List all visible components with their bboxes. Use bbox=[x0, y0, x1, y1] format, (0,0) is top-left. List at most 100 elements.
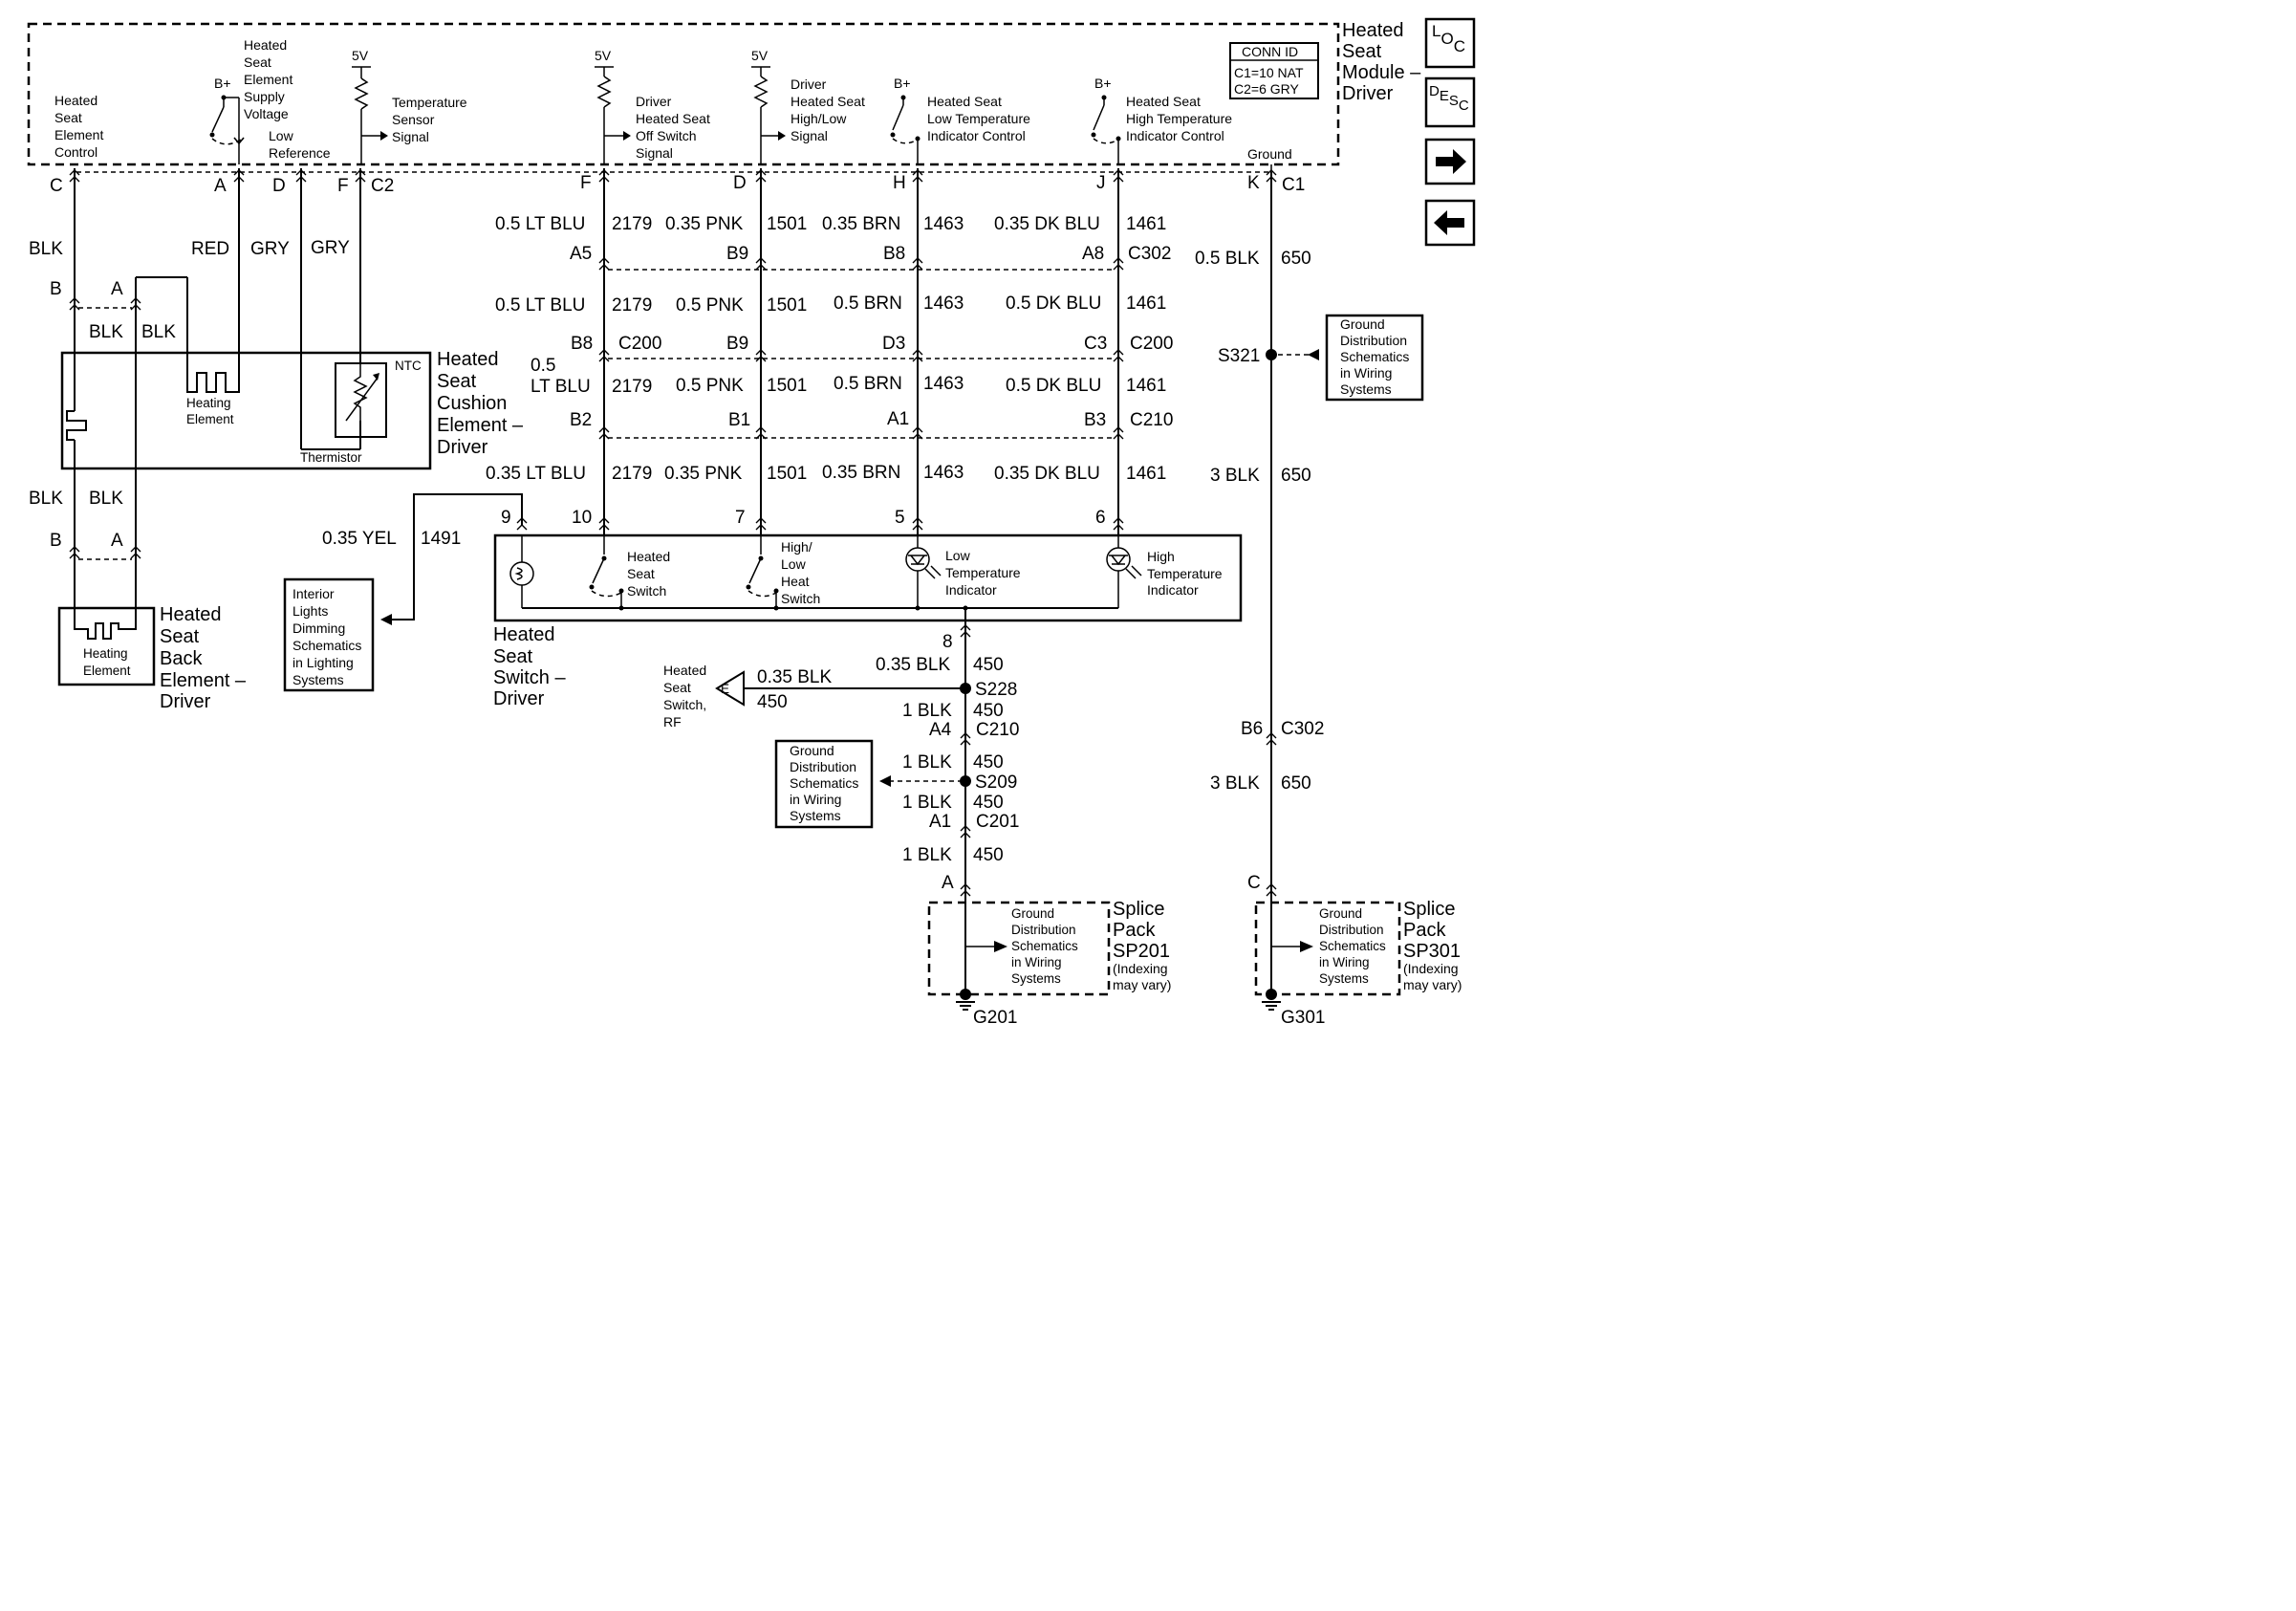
svg-text:Pack: Pack bbox=[1113, 920, 1156, 941]
svg-text:1 BLK: 1 BLK bbox=[902, 845, 952, 865]
svg-text:Temperature: Temperature bbox=[945, 565, 1021, 580]
svg-text:B2: B2 bbox=[570, 410, 592, 430]
svg-text:0.5 BRN: 0.5 BRN bbox=[834, 374, 902, 394]
svg-text:B: B bbox=[50, 531, 62, 551]
svg-text:0.35 DK BLU: 0.35 DK BLU bbox=[994, 464, 1100, 484]
svg-text:(Indexing: (Indexing bbox=[1403, 961, 1459, 976]
svg-text:Driver: Driver bbox=[1342, 83, 1394, 104]
svg-text:650: 650 bbox=[1281, 773, 1311, 794]
svg-text:B1: B1 bbox=[728, 410, 750, 430]
svg-text:5V: 5V bbox=[352, 48, 369, 63]
svg-text:S209: S209 bbox=[975, 773, 1017, 793]
svg-text:Schematics: Schematics bbox=[790, 775, 858, 791]
svg-text:BLK: BLK bbox=[29, 489, 63, 509]
svg-text:0.5 DK BLU: 0.5 DK BLU bbox=[1006, 376, 1101, 396]
svg-text:450: 450 bbox=[973, 655, 1004, 675]
cushion-element: NTC Heating Element Thermistor bbox=[60, 351, 432, 470]
svg-text:Indicator Control: Indicator Control bbox=[1126, 128, 1224, 143]
ground-column-right bbox=[1261, 169, 1319, 1011]
svg-text:0.35 BLK: 0.35 BLK bbox=[757, 667, 832, 687]
svg-text:0.5 LT BLU: 0.5 LT BLU bbox=[495, 295, 585, 316]
svg-text:Element: Element bbox=[54, 127, 103, 142]
svg-text:Seat: Seat bbox=[437, 371, 477, 392]
svg-text:Switch: Switch bbox=[627, 583, 666, 599]
svg-text:0.35 BLK: 0.35 BLK bbox=[876, 655, 950, 675]
svg-text:0.5 BLK: 0.5 BLK bbox=[1195, 249, 1260, 269]
svg-text:Low Temperature: Low Temperature bbox=[927, 111, 1030, 126]
svg-text:1491: 1491 bbox=[421, 529, 461, 549]
module-internal-symbols bbox=[209, 66, 1272, 172]
svg-text:1461: 1461 bbox=[1126, 214, 1166, 234]
svg-text:1461: 1461 bbox=[1126, 294, 1166, 314]
svg-text:C210: C210 bbox=[976, 720, 1019, 740]
svg-text:0.5 PNK: 0.5 PNK bbox=[676, 295, 744, 316]
svg-text:Systems: Systems bbox=[1319, 971, 1369, 986]
svg-text:C201: C201 bbox=[976, 812, 1019, 832]
svg-text:3 BLK: 3 BLK bbox=[1210, 773, 1260, 794]
desc-button[interactable]: DESC bbox=[1424, 76, 1476, 128]
svg-text:2179: 2179 bbox=[612, 377, 652, 397]
svg-text:Heat: Heat bbox=[781, 574, 810, 589]
back-arrow-icon[interactable] bbox=[1424, 199, 1476, 247]
svg-text:G201: G201 bbox=[973, 1008, 1017, 1028]
svg-text:0.35 PNK: 0.35 PNK bbox=[665, 214, 744, 234]
svg-text:B6: B6 bbox=[1241, 719, 1263, 739]
svg-text:1461: 1461 bbox=[1126, 376, 1166, 396]
svg-text:S321: S321 bbox=[1218, 346, 1260, 366]
svg-text:Seat: Seat bbox=[160, 626, 200, 647]
svg-text:1463: 1463 bbox=[923, 463, 964, 483]
svg-text:LOC: LOC bbox=[1432, 22, 1465, 55]
svg-text:0.35 YEL: 0.35 YEL bbox=[322, 529, 397, 549]
svg-text:Cushion: Cushion bbox=[437, 393, 507, 414]
switch-title: Heated Seat Switch – Driver bbox=[493, 624, 566, 709]
svg-text:A: A bbox=[111, 531, 123, 551]
svg-text:may vary): may vary) bbox=[1403, 977, 1462, 992]
svg-text:Driver: Driver bbox=[636, 94, 672, 109]
svg-text:0.5 PNK: 0.5 PNK bbox=[676, 376, 744, 396]
svg-text:Heated: Heated bbox=[54, 93, 97, 108]
svg-text:2179: 2179 bbox=[612, 295, 652, 316]
svg-text:Interior: Interior bbox=[292, 586, 335, 601]
svg-text:B: B bbox=[50, 279, 62, 299]
svg-text:1501: 1501 bbox=[767, 464, 807, 484]
svg-text:D: D bbox=[272, 176, 286, 196]
svg-text:Seat: Seat bbox=[627, 566, 655, 581]
connector-c200-labels: B8 C200 B9 D3 C3 C200 bbox=[571, 334, 1173, 354]
svg-text:F: F bbox=[337, 176, 349, 196]
svg-text:3 BLK: 3 BLK bbox=[1210, 466, 1260, 486]
svg-text:Ground: Ground bbox=[1247, 146, 1292, 162]
center-wires bbox=[516, 168, 1124, 535]
wire-row-2: 0.5 LT BLU 2179 0.5 PNK 1501 0.5 BRN 146… bbox=[495, 294, 1166, 316]
svg-text:450: 450 bbox=[757, 692, 788, 712]
svg-text:5V: 5V bbox=[595, 48, 612, 63]
back-title: Heated Seat Back Element – Driver bbox=[160, 604, 247, 712]
svg-text:Element –: Element – bbox=[437, 415, 524, 436]
svg-text:Low: Low bbox=[269, 128, 294, 143]
svg-text:C1=10 NAT: C1=10 NAT bbox=[1234, 65, 1304, 80]
left-wiring bbox=[66, 168, 366, 609]
splice-pack-sp201: Ground Distribution Schematics in Wiring… bbox=[927, 899, 1171, 1028]
svg-text:A: A bbox=[942, 873, 954, 893]
svg-text:A5: A5 bbox=[570, 244, 592, 264]
svg-text:Off Switch: Off Switch bbox=[636, 128, 697, 143]
svg-text:0.5 BRN: 0.5 BRN bbox=[834, 294, 902, 314]
forward-arrow-icon[interactable] bbox=[1424, 138, 1476, 185]
svg-text:C200: C200 bbox=[618, 334, 661, 354]
svg-text:Systems: Systems bbox=[292, 672, 344, 687]
svg-text:Distribution: Distribution bbox=[1011, 923, 1076, 937]
svg-text:B8: B8 bbox=[571, 334, 593, 354]
svg-text:C302: C302 bbox=[1281, 719, 1324, 739]
svg-text:1 BLK: 1 BLK bbox=[902, 701, 952, 721]
svg-text:may vary): may vary) bbox=[1113, 977, 1171, 992]
svg-text:Low: Low bbox=[781, 556, 807, 572]
svg-text:C: C bbox=[50, 176, 63, 196]
loc-button[interactable]: LOC bbox=[1424, 17, 1476, 69]
dimming-wire: 0.35 YEL 1491 bbox=[322, 493, 523, 625]
splice-pack-sp301: Ground Distribution Schematics in Wiring… bbox=[1254, 899, 1462, 1028]
svg-text:Low: Low bbox=[945, 548, 971, 563]
svg-text:Pack: Pack bbox=[1403, 920, 1446, 941]
svg-text:0.35 LT BLU: 0.35 LT BLU bbox=[486, 464, 586, 484]
svg-text:in Wiring: in Wiring bbox=[790, 792, 841, 807]
svg-text:High: High bbox=[1147, 549, 1175, 564]
svg-text:5: 5 bbox=[895, 508, 905, 528]
